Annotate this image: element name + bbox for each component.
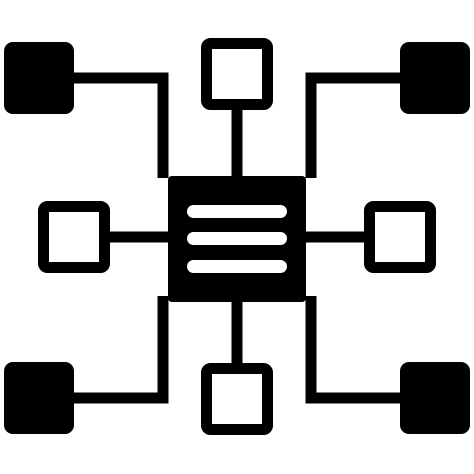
node-left-middle: [38, 201, 110, 273]
node-top-center: [201, 38, 273, 110]
hub-lines: [187, 205, 287, 273]
node-bottom-right: [400, 362, 470, 434]
node-bottom-center: [201, 363, 273, 435]
connector-bottom-left: [72, 296, 169, 404]
outline-nodes: [38, 38, 436, 435]
connectors: [72, 72, 402, 404]
node-right-middle: [364, 201, 436, 273]
hub-line-1: [187, 205, 287, 218]
corner-nodes: [4, 42, 470, 434]
node-top-left: [4, 42, 74, 114]
node-bottom-left: [4, 362, 74, 434]
connector-top-left: [72, 72, 169, 178]
node-top-right: [400, 42, 470, 114]
hub-line-2: [187, 232, 287, 245]
connector-top-right: [305, 72, 402, 178]
connector-bottom-right: [305, 296, 402, 404]
hub-line-3: [187, 260, 287, 273]
